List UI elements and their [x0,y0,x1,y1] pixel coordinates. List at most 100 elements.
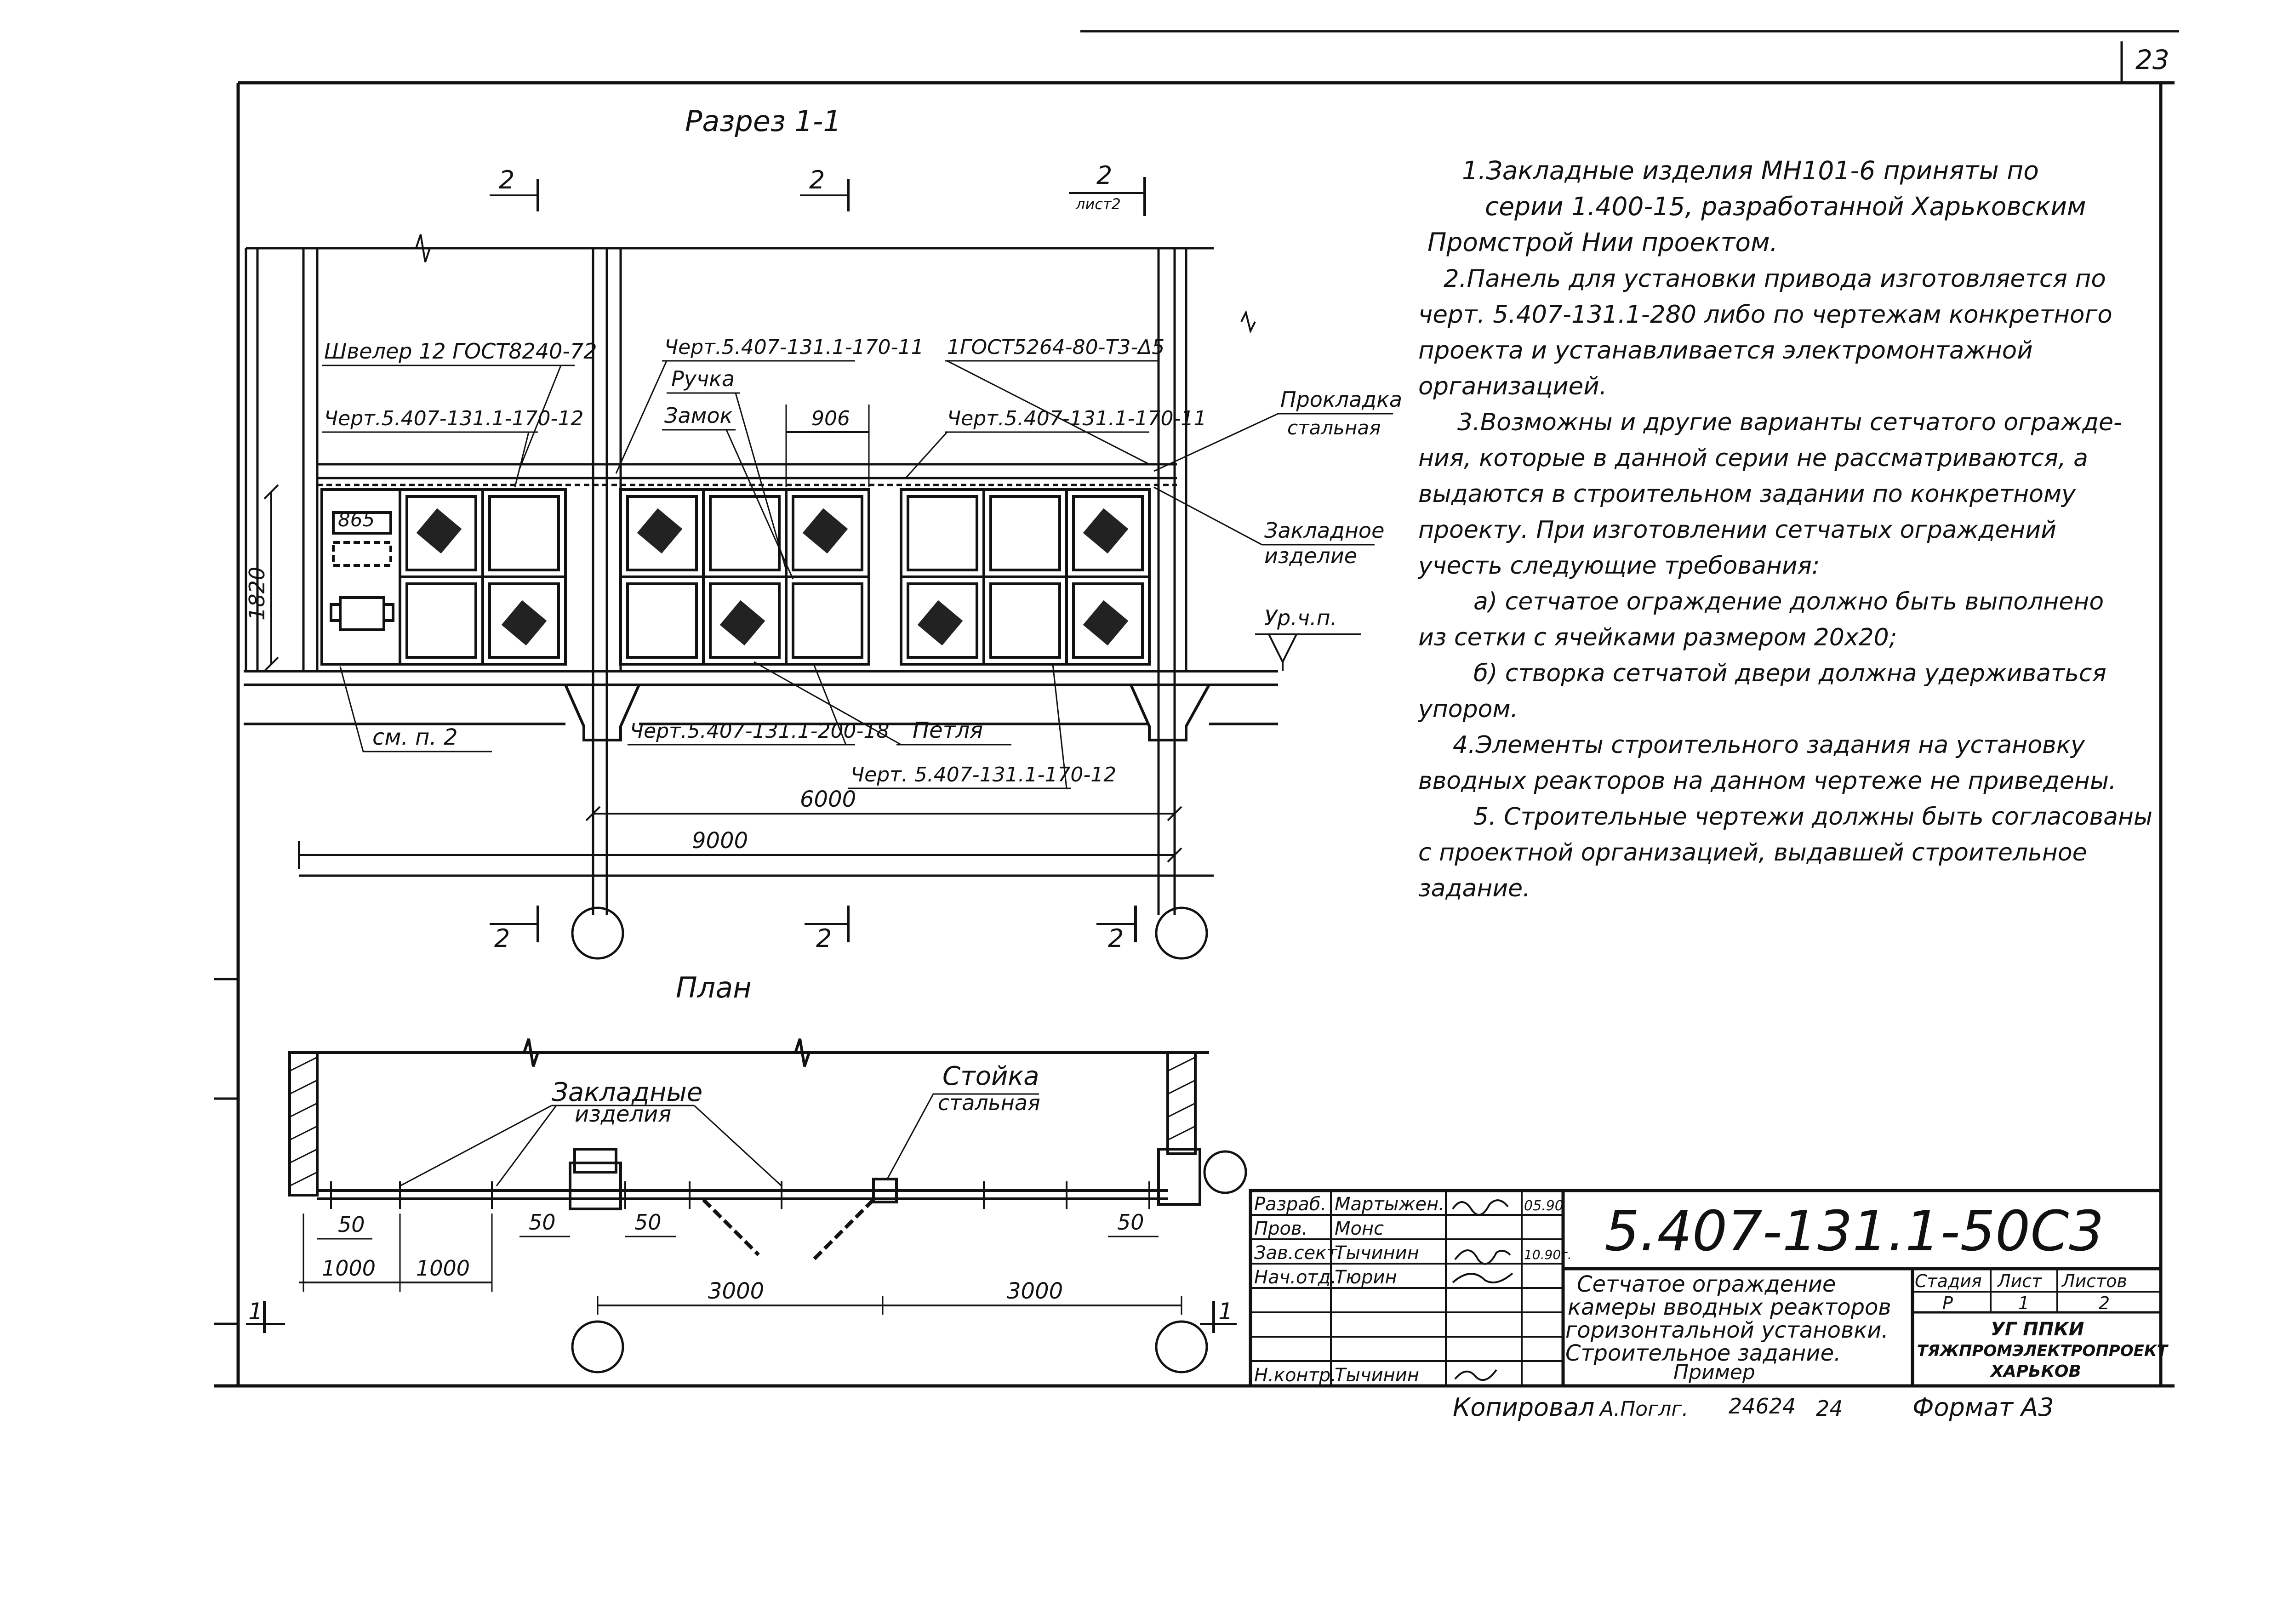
label-chert-c: Черт.5.407-131.1-170-11 [947,407,1206,430]
note-line: б) створка сетчатой двери должна удержив… [1473,660,2106,687]
section-labels: Швелер 12 ГОСТ8240-72 Черт.5.407-131.1-1… [322,336,1402,789]
footer-sheet-number: 24 [1816,1396,1843,1421]
sheets-value: 2 [2099,1293,2110,1313]
note-line: 3.Возможны и другие варианты сетчатого о… [1457,409,2122,436]
plan-cut-right: 1 [1200,1298,1237,1333]
label-zamok: Замок [664,403,733,428]
note-line: с проектной организацией, выдавшей строи… [1418,839,2087,866]
order-number: 24624 [1729,1394,1796,1419]
svg-text:Ур.ч.п.: Ур.ч.п. [1264,605,1337,630]
title-block-code: 5.407-131.1-50С3 [1604,1200,2104,1264]
fence-bay-3 [900,488,1151,666]
sheets-header: Листов [2061,1271,2127,1291]
org-line-3: ХАРЬКОВ [1990,1362,2081,1381]
note-line: задание. [1418,875,1530,902]
note-line: проекту. При изготовлении сетчатых ограж… [1418,516,2056,544]
cut-mark-top-2: 2 [800,165,850,211]
svg-text:05.90: 05.90 [1524,1198,1564,1214]
svg-text:2: 2 [1108,924,1124,953]
svg-text:50: 50 [1117,1210,1144,1235]
note-line: выдаются в строительном задании по конкр… [1418,480,2076,508]
svg-text:2: 2 [1096,161,1112,190]
plan-dims: 50 50 50 50 1000 1000 3000 3000 [299,1210,1182,1315]
plan-view: План [246,971,1247,1373]
copied-label: Копировал [1453,1393,1595,1422]
note-line: вводных реакторов на данном чертеже не п… [1418,767,2116,795]
label-petlya: Петля [913,718,983,743]
format-label: Формат А3 [1912,1393,2054,1422]
plan-fence [317,1148,1201,1261]
svg-text:Разраб.: Разраб. [1254,1194,1326,1215]
sheet-header: Лист [1997,1271,2043,1291]
svg-text:Пров.: Пров. [1254,1218,1307,1239]
label-chert-d: Черт.5.407-131.1-200-18 [630,719,889,743]
note-line: 5. Строительные чертежи должны быть согл… [1473,803,2152,831]
cut-mark-bottom-1: 2 [490,906,539,953]
copied-name: А.Поглг. [1598,1397,1688,1421]
label-chert-b: Черт.5.407-131.1-170-11 [664,336,924,359]
plan-cut-left: 1 [246,1298,285,1333]
note-line: проекта и устанавливается электромонтажн… [1418,336,2033,365]
fence-bay-1 [320,488,567,666]
svg-text:1820: 1820 [245,567,269,621]
dim-865: 865 [338,508,375,531]
svg-text:изделие: изделие [1264,543,1357,568]
dim-1820: 1820 [245,484,279,672]
note-line: учесть следующие требования: [1417,552,1820,580]
section-view: Разрез 1-1 2 2 2 лист2 [244,104,1402,960]
svg-text:камеры вводных реакторов: камеры вводных реакторов [1568,1294,1891,1320]
note-line: 1.Закладные изделия МН101-6 приняты по [1462,156,2039,185]
svg-text:Нач.отд.: Нач.отд. [1254,1267,1336,1288]
title-block-rows: Разраб. Мартыжен. 05.90 Пров. Монс Зав.с… [1254,1194,1572,1386]
label-zakladnoe: Закладное [1264,518,1384,543]
svg-text:10.90г.: 10.90г. [1524,1247,1572,1262]
svg-text:1: 1 [248,1298,263,1325]
signatures [1452,1199,1513,1381]
svg-text:50: 50 [634,1210,662,1235]
label-shveller: Швелер 12 ГОСТ8240-72 [324,339,597,364]
note-line: 4.Элементы строительного задания на уста… [1453,731,2085,759]
note-line: черт. 5.407-131.1-280 либо по чертежам к… [1418,301,2112,329]
org-line-1: УГ ППКИ [1991,1319,2084,1340]
note-line: Промстрой Нии проектом. [1427,228,1778,257]
svg-text:горизонтальной установки.: горизонтальной установки. [1565,1317,1889,1343]
svg-text:Тычинин: Тычинин [1335,1242,1419,1264]
plan-axis-circle [1155,1320,1208,1373]
svg-text:1: 1 [1218,1298,1233,1325]
label-gost-weld: 1ГОСТ5264-80-Т3-Δ5 [947,336,1164,359]
svg-text:Тюрин: Тюрин [1335,1267,1397,1288]
svg-text:906: 906 [811,407,850,430]
label-chert-e: Черт. 5.407-131.1-170-12 [851,763,1116,786]
plan-axis-circle-top [1203,1150,1247,1194]
svg-text:Тычинин: Тычинин [1335,1365,1419,1386]
svg-text:2: 2 [494,924,510,953]
svg-text:Н.контр.: Н.контр. [1254,1365,1336,1386]
cut-mark-top-1: 2 [490,165,539,211]
note-line: упором. [1417,695,1518,723]
note-line: серии 1.400-15, разработанной Харьковски… [1485,192,2086,221]
svg-text:50: 50 [338,1212,365,1237]
section-title: Разрез 1-1 [685,104,841,138]
org-line-2: ТЯЖПРОМЭЛЕКТРОПРОЕКТ [1917,1342,2169,1360]
svg-text:Пример: Пример [1673,1361,1755,1384]
channel-beam [317,463,1177,486]
axis-circle [571,906,624,960]
svg-text:Зав.сект.: Зав.сект. [1254,1242,1343,1264]
svg-text:3000: 3000 [708,1278,764,1304]
cut-mark-top-3: 2 лист2 [1069,161,1146,216]
notes: 1.Закладные изделия МН101-6 приняты по с… [1417,156,2152,902]
svg-text:2: 2 [499,165,514,194]
label-ruchka: Ручка [671,366,735,391]
note-line: 2.Панель для установки привода изготовля… [1444,265,2106,293]
svg-text:1000: 1000 [322,1256,376,1281]
note-line: а) сетчатое ограждение должно быть выпол… [1473,588,2104,615]
sheet-number: 23 [2135,44,2169,75]
fence-bay-2 [619,488,870,666]
plan-label-zakladnye: Закладные [552,1077,702,1107]
floor-slab [244,670,1278,741]
svg-text:865: 865 [338,508,375,531]
mesh-patches [416,508,1129,646]
label-see-note: см. п. 2 [372,724,458,750]
note-line: организацией. [1418,372,1607,400]
